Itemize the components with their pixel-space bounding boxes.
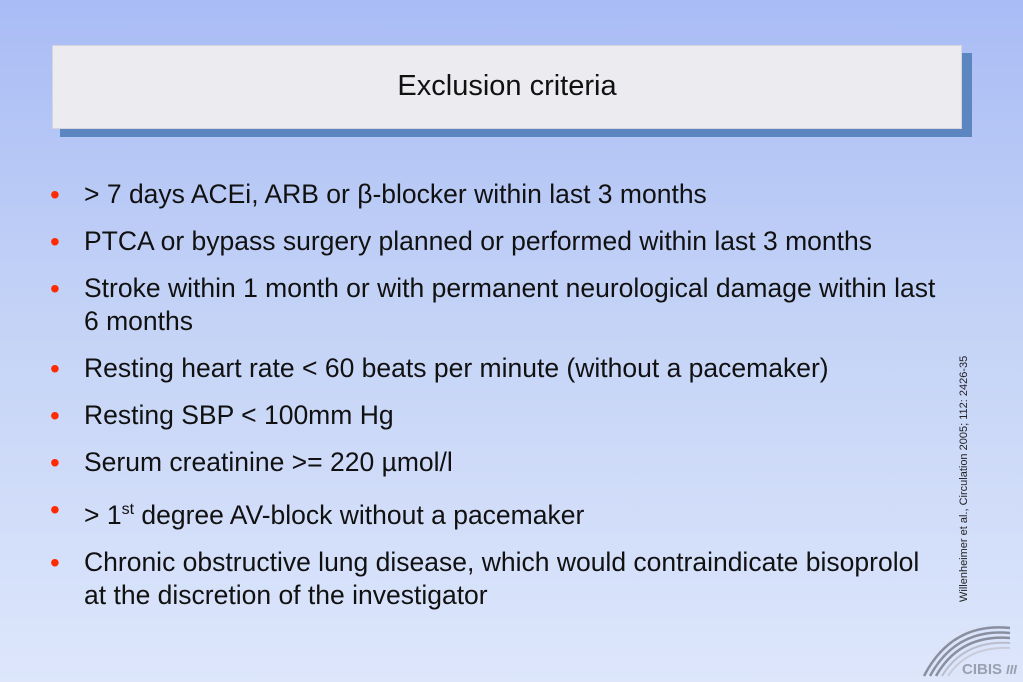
bullet-icon: • [50, 353, 60, 384]
title-box: Exclusion criteria [52, 45, 962, 129]
list-item: • Resting SBP < 100mm Hg [48, 399, 948, 432]
list-item: • Serum creatinine >= 220 µmol/l [48, 446, 948, 479]
logo-text: CIBIS [962, 661, 1002, 678]
list-item-text: PTCA or bypass surgery planned or perfor… [84, 226, 873, 256]
bullet-icon: • [50, 400, 60, 431]
list-item: • > 7 days ACEi, ARB or β-blocker within … [48, 178, 948, 211]
list-item: • Resting heart rate < 60 beats per minut… [48, 352, 948, 385]
list-item-text: Stroke within 1 month or with permanent … [84, 273, 936, 336]
cibis-logo: CIBIS III [922, 626, 1017, 678]
list-item-text: Chronic obstructive lung disease, which … [84, 547, 920, 610]
list-item-text: Resting heart rate < 60 beats per minute… [84, 353, 829, 383]
citation-text: Willenheimer et al., Circulation 2005; 1… [958, 355, 970, 602]
criteria-list: • > 7 days ACEi, ARB or β-blocker within … [48, 178, 948, 626]
bullet-icon: • [50, 273, 60, 304]
list-item: • > 1st degree AV-block without a pacemak… [48, 493, 948, 532]
bullet-icon: • [50, 179, 60, 210]
list-item: • Chronic obstructive lung disease, which… [48, 546, 948, 612]
list-item-text-post: degree AV-block without a pacemaker [134, 500, 585, 530]
bullet-icon: • [50, 494, 60, 525]
list-item-text: > 7 days ACEi, ARB or β-blocker within l… [84, 179, 707, 209]
bullet-icon: • [50, 547, 60, 578]
list-item-text: Serum creatinine >= 220 µmol/l [84, 447, 453, 477]
logo-numeral: III [1006, 662, 1017, 677]
list-item-text-pre: > 1 [84, 500, 122, 530]
arch-logo-icon [922, 626, 1011, 677]
bullet-icon: • [50, 447, 60, 478]
list-item: • Stroke within 1 month or with permanent… [48, 272, 948, 338]
ordinal-suffix: st [121, 501, 135, 518]
list-item-text: Resting SBP < 100mm Hg [84, 400, 394, 430]
list-item: • PTCA or bypass surgery planned or perfo… [48, 225, 948, 258]
slide-title: Exclusion criteria [397, 69, 617, 102]
bullet-icon: • [50, 226, 60, 257]
